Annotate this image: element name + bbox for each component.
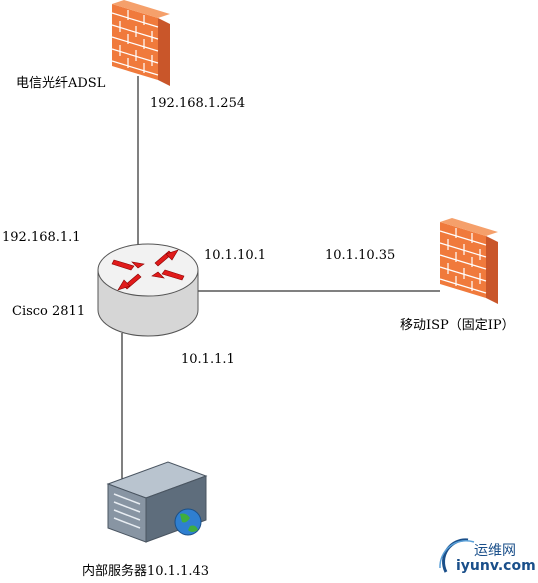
server-label: 内部服务器10.1.1.43 (82, 564, 210, 579)
firewall-mobile-ip: 10.1.10.35 (325, 248, 396, 263)
watermark-line2: iyunv.com (456, 558, 536, 574)
firewall-mobile-icon (439, 218, 498, 304)
firewall-mobile-label: 移动ISP（固定IP） (400, 318, 515, 333)
router-wan-ip: 192.168.1.1 (2, 230, 81, 245)
firewall-telecom-label: 电信光纤ADSL (16, 76, 106, 91)
router-label: Cisco 2811 (12, 304, 86, 319)
router-icon (97, 243, 199, 337)
firewall-telecom-ip: 192.168.1.254 (150, 96, 246, 111)
firewall-telecom-icon (111, 0, 170, 86)
server-icon (106, 461, 208, 543)
watermark-line1: 运维网 (474, 543, 516, 559)
watermark-logo-icon (439, 538, 475, 573)
router-mobile-ip: 10.1.10.1 (204, 248, 267, 263)
router-lan-ip: 10.1.1.1 (181, 352, 235, 367)
